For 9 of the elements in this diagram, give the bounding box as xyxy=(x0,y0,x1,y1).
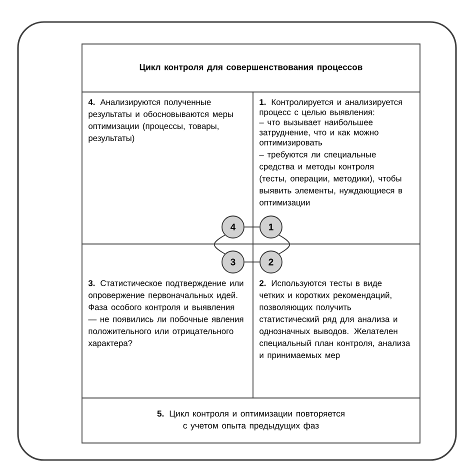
cell-text: 4. Анализируются полученные результаты и обосновываются меры оптимизации (процессы, товары, результаты) xyxy=(88,99,233,143)
connector-line xyxy=(278,234,290,254)
cell-text: 3. Статистическое подтверждение или опровержение первоначальных идей. Фаза особого контроля и выявления — не появились ли побочные явления положительного или отрицательного характера? xyxy=(88,280,244,348)
cell-text: 2. Используются тесты в виде четких и коротких рекомендаций, позволяющих получить статистический ряд для анализа и однозначных выводов. Желателен специальный план контроля, анализа и принимаемых мер xyxy=(260,280,410,360)
footer-text: 5. Цикл контроля и оптимизации повторяется с учетом опыта предыдущих фаз xyxy=(157,410,344,430)
connector-line xyxy=(244,226,260,228)
connector-line xyxy=(214,234,226,254)
table-heading: Цикл контроля для совершенствования процессов xyxy=(140,64,362,72)
cell-text: 1. Контролируется и анализируется процесс с целью выявления: – что вызывает наибольшее затруднение, что и как можно оптимизировать – требуются ли специальные средства и методы контроля (тесты, операции, методики), чтобы выявить элементы, нуждающиеся в оптимизации xyxy=(259,99,402,208)
